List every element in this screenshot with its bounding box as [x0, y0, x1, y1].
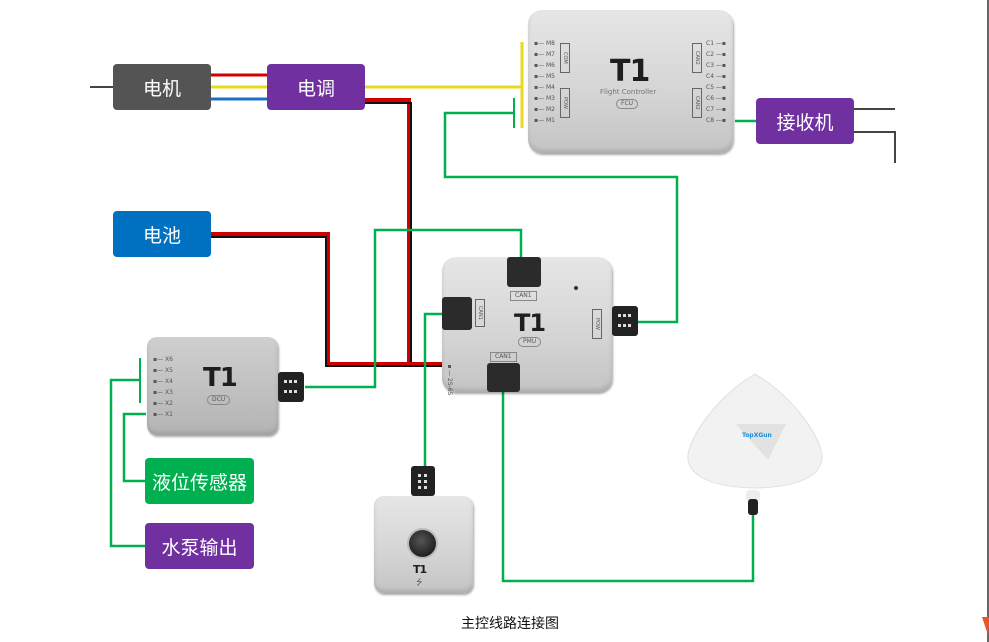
- dcu-pin-x1: ▪— X1: [153, 411, 173, 418]
- fc-badge: FCU: [616, 99, 639, 109]
- battery-wire-red: [210, 232, 444, 366]
- corner-mark-icon: [982, 617, 989, 635]
- level-sensor-label: 液位传感器: [151, 471, 247, 494]
- dcu-model: T1: [203, 363, 238, 393]
- gps-plug: [748, 499, 758, 515]
- dcu-plug: [278, 372, 304, 402]
- dcu-pin-x5: ▪— X5: [153, 367, 173, 374]
- fc-com-port-label: COM: [560, 43, 570, 73]
- fc-pin-c8: C8 —▪: [706, 117, 726, 124]
- pmu-can1-left-label: CAN1: [475, 299, 485, 327]
- pmu-model: T1: [514, 309, 546, 337]
- fc-pmu-power-wire: [443, 111, 679, 324]
- page-edge-line: [987, 0, 989, 642]
- fc-pin-c1: C1 —▪: [706, 40, 726, 47]
- fc-pin-m2: ▪— M2: [534, 106, 555, 113]
- pmu-can1-top-label: CAN1: [510, 291, 537, 301]
- level-sensor-wire: [122, 412, 146, 483]
- fc-pin-m4: ▪— M4: [534, 84, 555, 91]
- pump-output-wire: [109, 378, 146, 548]
- dcu-pin-x3: ▪— X3: [153, 389, 173, 396]
- pmu-badge: PMU: [518, 337, 542, 347]
- pmu-can1-bottom-port: [487, 363, 520, 392]
- dcu-pin-x6: ▪— X6: [153, 356, 173, 363]
- pmu-pow-plug: [612, 306, 638, 336]
- fc-pin-c7: C7 —▪: [706, 106, 726, 113]
- fc-pin-c2: C2 —▪: [706, 51, 726, 58]
- fc-pin-c3: C3 —▪: [706, 62, 726, 69]
- usb-icon: ⭍: [416, 578, 423, 587]
- pmu-can1-bottom-label: CAN1: [490, 352, 517, 362]
- pmu-module: CAN1 CAN1 T1 PMU POW ▪— 2S-6S CAN1: [442, 257, 612, 396]
- fc-pin-m6: ▪— M6: [534, 62, 555, 69]
- fc-pin-m8: ▪— M8: [534, 40, 555, 47]
- motor-label: 电机: [142, 77, 181, 100]
- fc-pin-m3: ▪— M3: [534, 95, 555, 102]
- fc-pin-m5: ▪— M5: [534, 73, 555, 80]
- usb-module-button[interactable]: [409, 530, 436, 557]
- receiver-antenna-2: [852, 131, 896, 163]
- dcu-pin-x4: ▪— X4: [153, 378, 173, 385]
- pmu-can1-left-port: [442, 297, 472, 330]
- fc-model: T1: [610, 54, 650, 89]
- fc-pow-port-label: POW: [560, 88, 570, 118]
- esc-label: 电调: [296, 77, 335, 100]
- receiver-box: 接收机: [756, 98, 854, 144]
- fc-pin-c4: C4 —▪: [706, 73, 726, 80]
- fc-pin-m1: ▪— M1: [534, 117, 555, 124]
- usb-module: T1 ⭍: [374, 496, 473, 593]
- pmu-can1-top-port: [507, 257, 541, 287]
- flight-controller: ▪— M8 ▪— M7 ▪— M6 ▪— M5 ▪— M4 ▪— M3 ▪— M…: [528, 10, 733, 153]
- gps-brand: TopXGun: [742, 432, 772, 439]
- usb-module-model: T1: [413, 563, 427, 576]
- battery-label: 电池: [142, 224, 181, 247]
- esc-power-wire-black: [364, 102, 412, 365]
- esc-power-wire-red: [364, 98, 411, 365]
- gps-can-wire: [501, 392, 755, 583]
- fc-pin-c5: C5 —▪: [706, 84, 726, 91]
- battery-wire-black: [210, 236, 444, 367]
- battery-box: 电池: [113, 211, 211, 257]
- level-sensor-box: 液位传感器: [145, 458, 254, 504]
- pmu-led: [574, 286, 578, 290]
- pmu-pow-label: POW: [592, 309, 602, 339]
- dcu-can-wire: [305, 228, 523, 389]
- dcu-badge: DCU: [207, 395, 231, 405]
- fc-pin-c6: C6 —▪: [706, 95, 726, 102]
- fc-name: Flight Controller: [600, 88, 657, 96]
- dcu-module: ▪— X6 ▪— X5 ▪— X4 ▪— X3 ▪— X2 ▪— X1 T1 D…: [147, 337, 278, 435]
- pump-output-box: 水泵输出: [145, 523, 254, 569]
- pump-output-label: 水泵输出: [161, 536, 238, 559]
- usb-can-wire: [423, 312, 446, 468]
- pmu-power-in-label: ▪— 2S-6S: [446, 363, 453, 396]
- gps-connector: [746, 490, 760, 500]
- dcu-pin-x2: ▪— X2: [153, 400, 173, 407]
- esc-box: 电调: [267, 64, 365, 110]
- motor-box: 电机: [113, 64, 211, 110]
- diagram-caption: 主控线路连接图: [461, 616, 559, 632]
- usb-module-plug: [411, 466, 435, 496]
- fc-can2-port-label-2: CAN2: [692, 88, 702, 118]
- gps-antenna: TopXGun: [686, 372, 824, 490]
- fc-pin-m7: ▪— M7: [534, 51, 555, 58]
- receiver-label: 接收机: [776, 111, 834, 134]
- fc-can2-port-label-1: CAN2: [692, 43, 702, 73]
